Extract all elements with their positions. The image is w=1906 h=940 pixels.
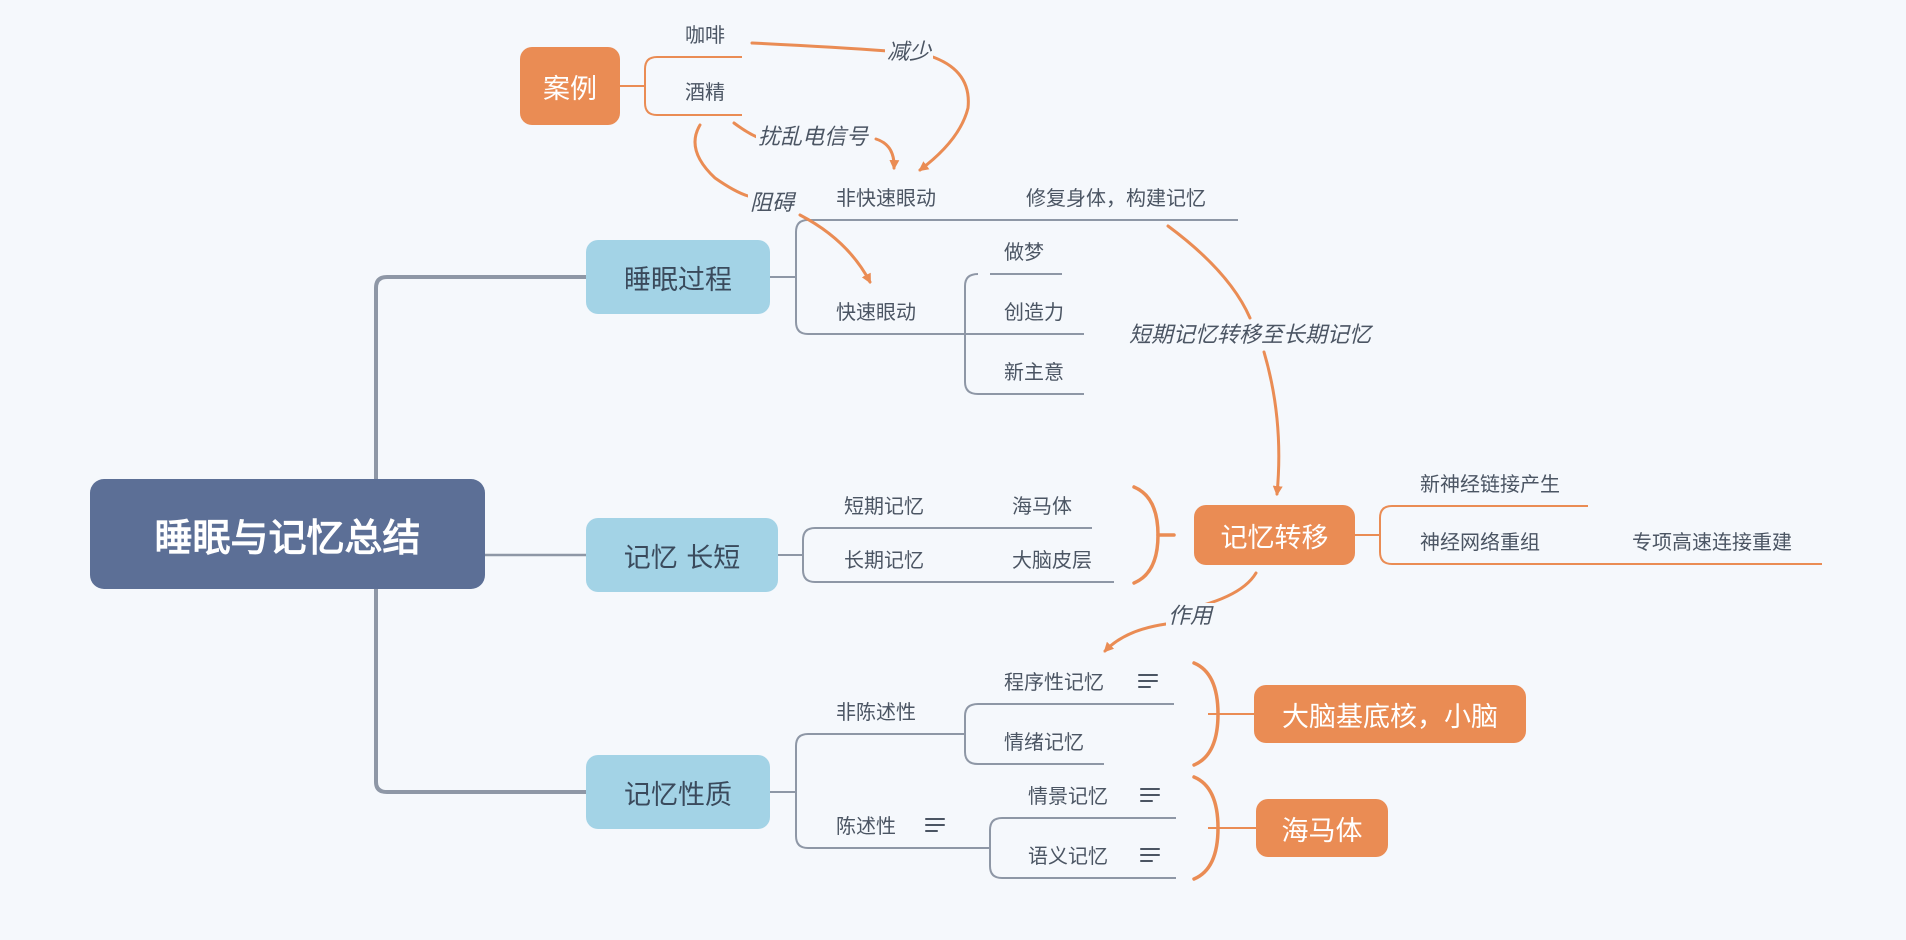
subtopic-dream[interactable]: 做梦 <box>1004 240 1044 264</box>
relation-label-reduce[interactable]: 减少 <box>885 39 934 67</box>
subtopic-cortex-region[interactable]: 大脑皮层 <box>1012 548 1092 572</box>
root-connectors <box>374 275 586 794</box>
subtopic-semantic[interactable]: 语义记忆 <box>1028 844 1108 868</box>
summary-brackets <box>1132 485 1220 881</box>
subtopic-coffee[interactable]: 咖啡 <box>685 23 725 47</box>
tree-lines <box>770 219 1238 879</box>
subtopic-non-declarative[interactable]: 非陈述性 <box>836 700 916 724</box>
subtopic-new-ideas[interactable]: 新主意 <box>1004 360 1064 384</box>
floating-topic-memory-transfer[interactable]: 记忆转移 <box>1194 505 1355 565</box>
subtopic-long-term[interactable]: 长期记忆 <box>844 548 924 572</box>
relation-label-short-to-long[interactable]: 短期记忆转移至长期记忆 <box>1127 322 1374 350</box>
note-lines-icon[interactable] <box>1140 788 1160 804</box>
relation-transfer-line-a <box>1166 224 1252 320</box>
subtopic-nrem[interactable]: 非快速眼动 <box>836 186 936 210</box>
relation-disrupt-line-b <box>874 137 900 170</box>
summary-topic-basal-ganglia[interactable]: 大脑基底核，小脑 <box>1254 685 1526 743</box>
topic-sleep-process[interactable]: 睡眠过程 <box>586 240 770 314</box>
subtopic-rem[interactable]: 快速眼动 <box>836 300 916 324</box>
floating-lines <box>620 56 1822 829</box>
topic-memory-nature[interactable]: 记忆性质 <box>586 755 770 829</box>
subtopic-alcohol[interactable]: 酒精 <box>685 80 725 104</box>
relation-label-effect[interactable]: 作用 <box>1166 603 1215 631</box>
relation-reduce-line-a <box>750 41 890 53</box>
subtopic-creativity[interactable]: 创造力 <box>1004 300 1064 324</box>
summary-topic-hippocampus[interactable]: 海马体 <box>1256 799 1388 857</box>
subtopic-hippocampus-region[interactable]: 海马体 <box>1012 494 1072 518</box>
subtopic-procedural[interactable]: 程序性记忆 <box>1004 670 1104 694</box>
relation-effect-line-b <box>1103 622 1168 653</box>
subtopic-short-term[interactable]: 短期记忆 <box>844 494 924 518</box>
floating-topic-case[interactable]: 案例 <box>520 47 620 125</box>
relation-transfer-line-b <box>1262 350 1283 496</box>
subtopic-new-neural-links[interactable]: 新神经链接产生 <box>1420 472 1560 496</box>
relation-hinder-line-b <box>798 213 872 284</box>
note-lines-icon[interactable] <box>1140 848 1160 864</box>
relation-label-hinder[interactable]: 阻碍 <box>748 190 797 218</box>
subtopic-episodic[interactable]: 情景记忆 <box>1028 784 1108 808</box>
topic-memory-duration[interactable]: 记忆 长短 <box>586 518 778 592</box>
note-lines-icon[interactable] <box>925 818 945 834</box>
note-lines-icon[interactable] <box>1138 674 1158 690</box>
relation-hinder-line-a <box>693 123 750 198</box>
subtopic-connection-rebuild[interactable]: 专项高速连接重建 <box>1632 530 1792 554</box>
relation-label-disrupt[interactable]: 扰乱电信号 <box>756 124 871 152</box>
central-topic[interactable]: 睡眠与记忆总结 <box>90 479 485 589</box>
subtopic-declarative[interactable]: 陈述性 <box>836 814 896 838</box>
subtopic-nrem-function[interactable]: 修复身体，构建记忆 <box>1026 186 1206 210</box>
subtopic-network-reorg[interactable]: 神经网络重组 <box>1420 530 1540 554</box>
subtopic-emotional[interactable]: 情绪记忆 <box>1004 730 1084 754</box>
relation-reduce-line-b <box>918 54 970 172</box>
